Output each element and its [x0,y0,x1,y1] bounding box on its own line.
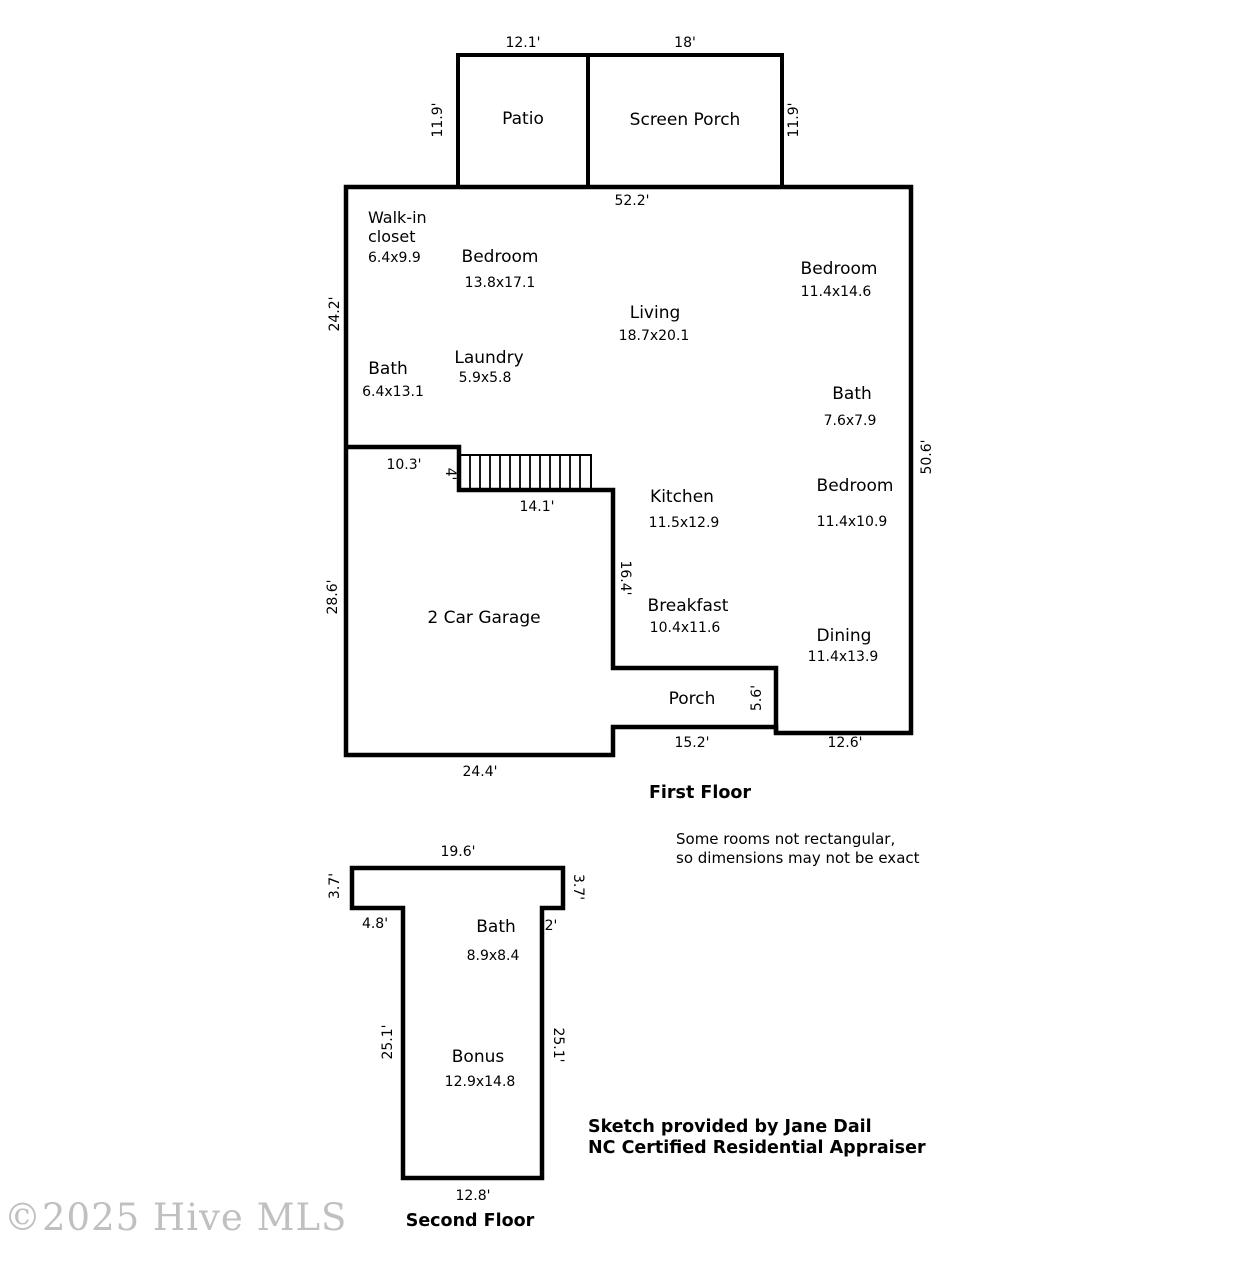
dim-sf-right-notch-width: 2' [544,917,558,934]
dim-sf-right-height: 25.1' [550,1027,567,1063]
room-label-screen-porch: Screen Porch [629,110,741,131]
dim-sf-left-height: 25.1' [379,1024,396,1060]
room-dim-bedroom2: 11.4x14.6 [800,283,872,300]
room-label-walkin-closet: Walk-in closet 6.4x9.9 [368,208,427,266]
room-label-breakfast: Breakfast [647,596,729,617]
second-floor-outline [349,865,566,1181]
room-dim-sf-bath: 8.9x8.4 [466,947,520,964]
room-dim-bath2: 7.6x7.9 [823,412,877,429]
room-label-bedroom1: Bedroom [461,247,539,268]
room-label-bedroom3: Bedroom [816,476,894,497]
dim-dining-width: 12.6' [827,734,863,751]
staircase [459,454,592,490]
dim-stair-wall-width: 10.3' [386,456,422,473]
dim-garage-width: 24.4' [462,763,498,780]
dim-screen-porch-width: 18' [674,34,696,51]
dim-patio-width: 12.1' [505,34,541,51]
dimension-note-line2: so dimensions may not be exact [676,849,920,868]
room-dim-living: 18.7x20.1 [618,327,690,344]
room-label-dining: Dining [816,626,872,647]
first-floor-title: First Floor [648,782,752,803]
dim-porch-width: 15.2' [674,734,710,751]
room-dim-breakfast: 10.4x11.6 [649,619,721,636]
room-label-bath2: Bath [832,384,872,405]
room-dim-bedroom3: 11.4x10.9 [816,513,888,530]
room-label-garage: 2 Car Garage [427,608,541,629]
dim-right-height: 50.6' [918,439,935,475]
appraiser-credit: Sketch provided by Jane Dail NC Certifie… [588,1117,926,1160]
dim-sf-left-notch-width: 4.8' [361,915,389,932]
room-label-bedroom2: Bedroom [800,259,878,280]
dim-garage-height: 28.6' [324,579,341,615]
room-label-patio: Patio [502,109,544,130]
walkin-closet-name-line1: Walk-in [368,208,427,227]
dim-sf-top-right-height: 3.7' [570,873,587,901]
room-dim-laundry: 5.9x5.8 [458,369,512,386]
dimension-note-line1: Some rooms not rectangular, [676,830,896,848]
dim-sf-top-left-height: 3.7' [326,872,343,900]
room-dim-kitchen: 11.5x12.9 [648,514,720,531]
dim-sf-bottom-width: 12.8' [455,1187,491,1204]
stair-treads [469,455,581,489]
dim-screen-porch-height: 11.9' [785,102,802,138]
room-label-living: Living [629,303,681,324]
walkin-closet-dim: 6.4x9.9 [368,250,421,266]
dim-upper-left-height: 24.2' [326,296,343,332]
dim-patio-height: 11.9' [429,102,446,138]
dim-kitchen-wall-height: 16.4' [617,560,634,596]
room-dim-dining: 11.4x13.9 [807,648,879,665]
dimension-note: Some rooms not rectangular, so dimension… [676,830,920,868]
dim-stair-width: 14.1' [519,498,555,515]
room-label-porch: Porch [668,689,716,710]
dim-top-width: 52.2' [614,192,650,209]
second-floor-title: Second Floor [405,1210,535,1231]
walkin-closet-name-line2: closet [368,227,416,246]
room-label-bath1: Bath [368,359,408,380]
room-label-bonus: Bonus [451,1047,505,1068]
dim-porch-height: 5.6' [748,684,765,712]
appraiser-credit-line1: Sketch provided by Jane Dail [588,1117,872,1137]
room-dim-bath1: 6.4x13.1 [362,383,424,400]
room-dim-bonus: 12.9x14.8 [444,1073,516,1090]
room-dim-bedroom1: 13.8x17.1 [464,274,536,291]
room-label-laundry: Laundry [454,348,524,369]
room-label-kitchen: Kitchen [650,487,714,508]
dim-sf-top-width: 19.6' [440,843,476,860]
dim-stair-rise: 4' [442,467,459,481]
mls-watermark: ©2025 Hive MLS [4,1196,348,1239]
first-floor-interior-walls [346,444,779,733]
appraiser-credit-line2: NC Certified Residential Appraiser [588,1138,926,1159]
room-label-sf-bath: Bath [476,917,516,938]
